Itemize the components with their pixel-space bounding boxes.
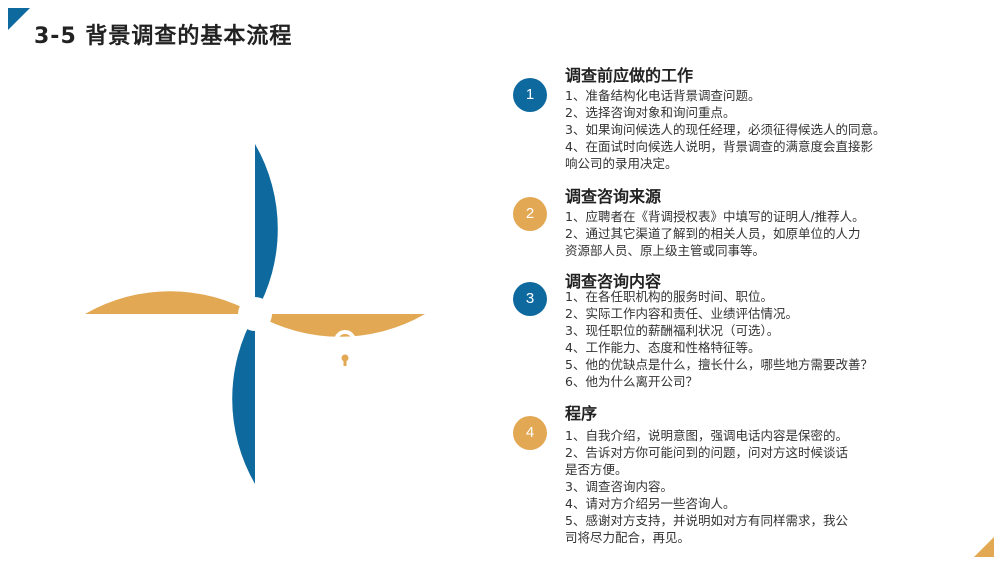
section-title: 调查咨询内容 xyxy=(565,272,662,291)
pinwheel-hub xyxy=(238,297,272,331)
section-line: 1、准备结构化电话背景调查问题。 xyxy=(565,88,761,103)
pinwheel-graphic xyxy=(85,144,425,484)
section-line: 2、实际工作内容和责任、业绩评估情况。 xyxy=(565,306,798,321)
section-line: 4、工作能力、态度和性格特征等。 xyxy=(565,340,761,355)
section-title: 程序 xyxy=(565,404,598,423)
bell-icon xyxy=(282,209,316,244)
section-title: 调查咨询来源 xyxy=(565,187,662,206)
step-badge: 3 xyxy=(513,282,547,316)
corner-accent-bottom-right xyxy=(974,537,994,557)
lock-icon xyxy=(330,330,360,372)
section-line: 2、选择咨询对象和询问重点。 xyxy=(565,105,736,120)
section-line: 3、如果询问候选人的现任经理，必须征得候选人的同意。 xyxy=(565,122,886,137)
petal-bottom-left xyxy=(232,314,255,484)
section-line: 资源部人员、原上级主管或同事等。 xyxy=(565,243,766,258)
section-body: 1、自我介绍，说明意图，强调电话内容是保密的。 2、告诉对方你可能问到的问题，问… xyxy=(565,427,945,546)
wrench-icon xyxy=(193,378,229,414)
section-line: 4、在面试时向候选人说明，背景调查的满意度会直接影 xyxy=(565,139,873,154)
section-line: 1、应聘者在《背调授权表》中填写的证明人/推荐人。 xyxy=(565,209,865,224)
sailboat-icon xyxy=(149,250,189,291)
section-line: 6、他为什么离开公司？ xyxy=(565,374,698,389)
section-line: 2、告诉对方你可能问到的问题，问对方这时候谈话 xyxy=(565,445,848,460)
section-line: 4、请对方介绍另一些咨询人。 xyxy=(565,496,736,511)
section-line: 2、通过其它渠道了解到的相关人员，如原单位的人力 xyxy=(565,226,861,241)
section-body: 1、在各任职机构的服务时间、职位。 2、实际工作内容和责任、业绩评估情况。 3、… xyxy=(565,288,945,390)
corner-accent-top-left xyxy=(8,8,30,30)
step-badge: 2 xyxy=(513,197,547,231)
section-line: 司将尽力配合，再见。 xyxy=(565,530,691,545)
section-line: 3、现任职位的薪酬福利状况（可选）。 xyxy=(565,323,780,338)
section-line: 5、他的优缺点是什么，擅长什么，哪些地方需要改善？ xyxy=(565,357,873,372)
section-line: 是否方便。 xyxy=(565,462,628,477)
page-title: 3-5 背景调查的基本流程 xyxy=(34,24,293,49)
section-line: 3、调查咨询内容。 xyxy=(565,479,673,494)
section-line: 5、感谢对方支持，并说明如对方有同样需求，我公 xyxy=(565,513,848,528)
step-badge: 1 xyxy=(513,78,547,112)
section-line: 1、在各任职机构的服务时间、职位。 xyxy=(565,289,773,304)
section-line: 响公司的录用决定。 xyxy=(565,156,678,171)
petal-left xyxy=(85,291,255,314)
section-body: 1、应聘者在《背调授权表》中填写的证明人/推荐人。 2、通过其它渠道了解到的相关… xyxy=(565,208,945,259)
section-body: 1、准备结构化电话背景调查问题。 2、选择咨询对象和询问重点。 3、如果询问候选… xyxy=(565,87,945,172)
section-title: 调查前应做的工作 xyxy=(565,66,694,85)
petal-right xyxy=(255,314,425,337)
step-badge: 4 xyxy=(513,416,547,450)
section-line: 1、自我介绍，说明意图，强调电话内容是保密的。 xyxy=(565,428,848,443)
petal-top-right xyxy=(255,144,278,314)
